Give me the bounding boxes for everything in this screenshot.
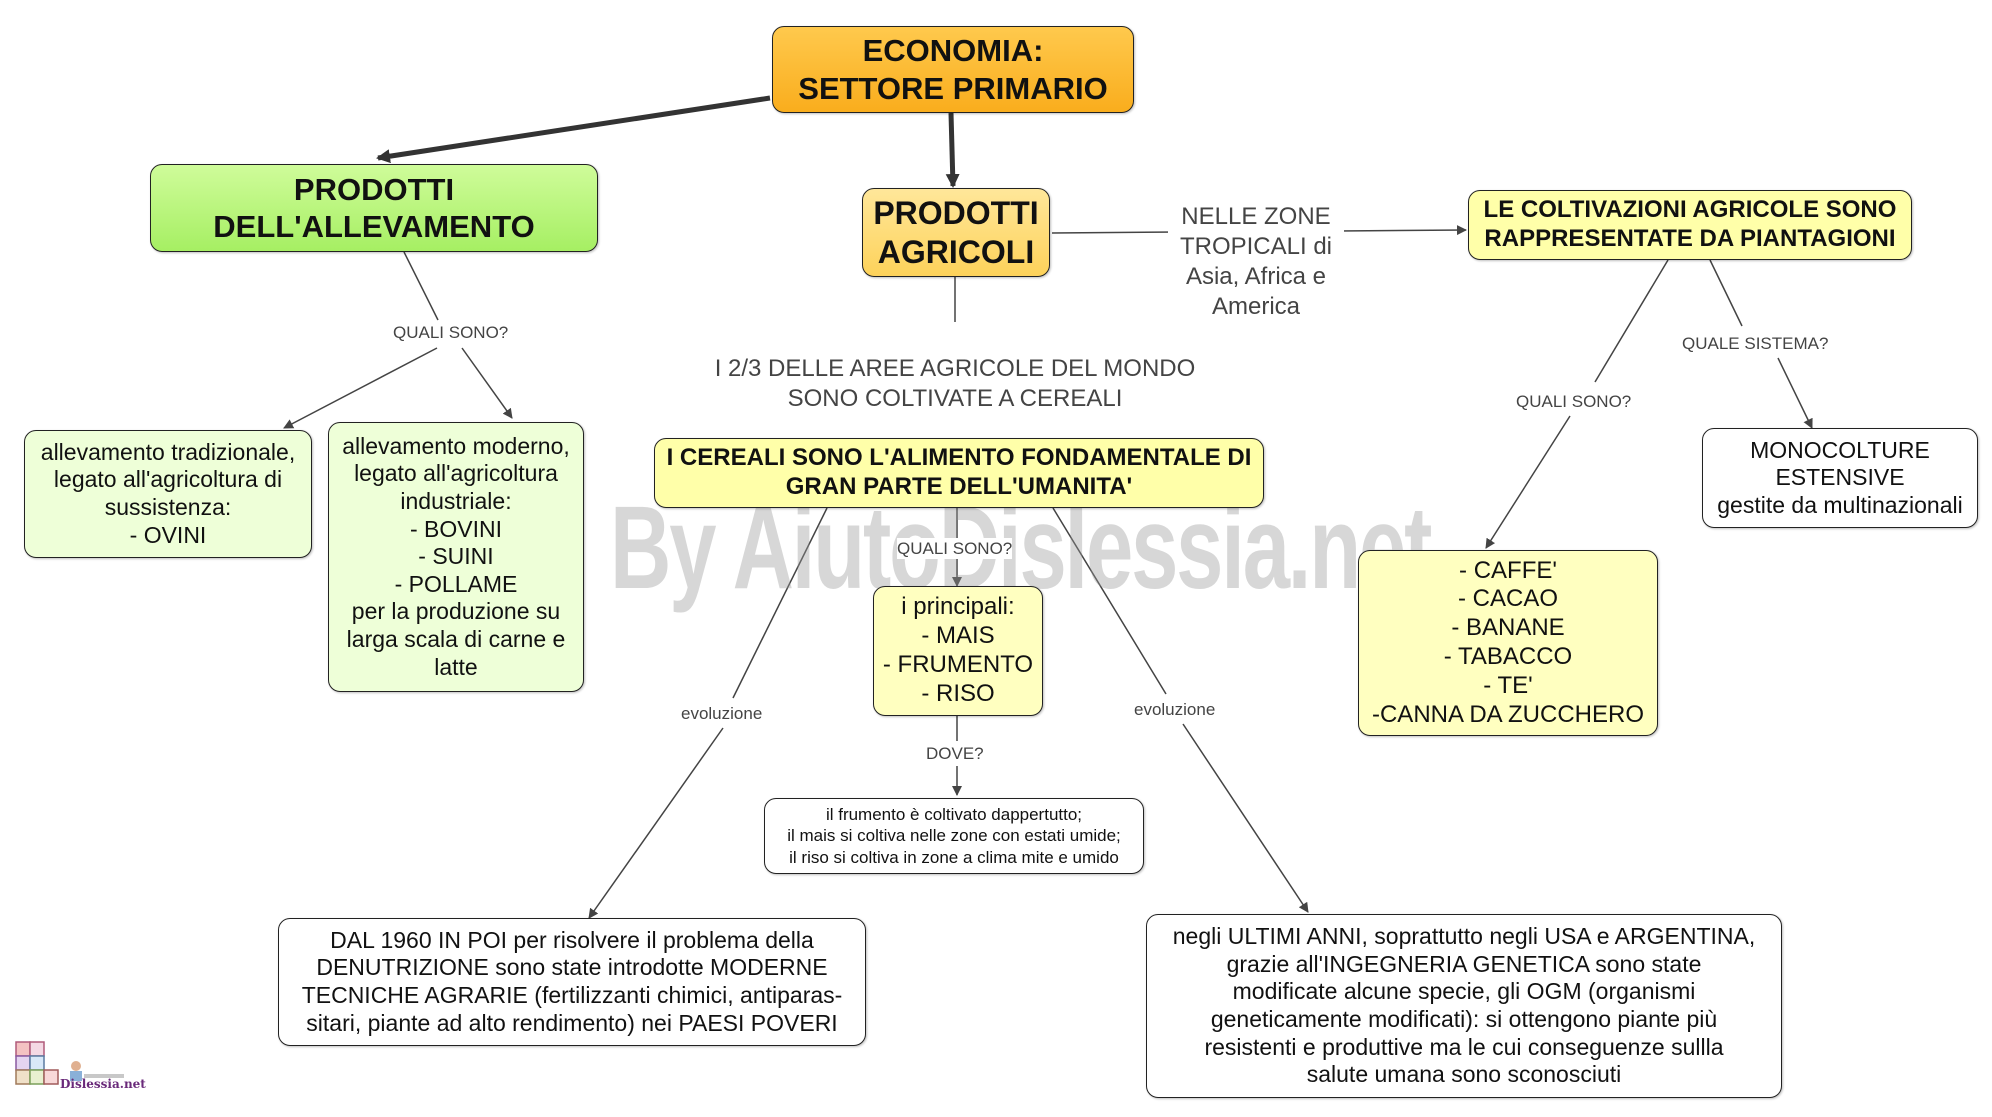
allevamento-moderno-text: allevamento moderno, legato all'agricolt… [342, 432, 570, 680]
evoluzione-left-label: evoluzione [681, 703, 763, 725]
link-sistema-box [1777, 357, 1813, 429]
allevamento-tradizionale-node: allevamento tradizionale, legato all'agr… [24, 430, 312, 558]
cereali-percent-text: I 2/3 DELLE AREE AGRICOLE DEL MONDO SONO… [714, 355, 1196, 412]
dal1960-node: DAL 1960 IN POI per risolvere il problem… [278, 918, 866, 1046]
allevamento-question-label: QUALI SONO? [393, 322, 509, 344]
root-text: ECONOMIA: SETTORE PRIMARIO [798, 33, 1108, 106]
link-question-moderno [461, 347, 513, 419]
evoluzione-right-label: evoluzione [1134, 699, 1216, 721]
link-zone-piantagioni [1337, 225, 1467, 236]
allevamento-moderno-node: allevamento moderno, legato all'agricolt… [328, 422, 584, 692]
agricoli-title: PRODOTTI AGRICOLI [873, 195, 1039, 270]
monocolture-node: MONOCOLTURE ESTENSIVE gestite da multina… [1702, 428, 1978, 528]
link-evo-left-dal1960 [588, 727, 724, 919]
ogm-node: negli ULTIMI ANNI, soprattutto negli USA… [1146, 914, 1782, 1098]
monocolture-text: MONOCOLTURE ESTENSIVE gestite da multina… [1717, 436, 1963, 518]
link-cereali-evo-left [732, 507, 828, 699]
piantagioni-question-right: QUALE SISTEMA? [1682, 333, 1829, 355]
link-allevamento-question [403, 251, 439, 321]
ogm-text: negli ULTIMI ANNI, soprattutto negli USA… [1172, 923, 1756, 1088]
piantagioni-question-left: QUALI SONO? [1516, 391, 1632, 413]
link-question-tradizionale [283, 347, 438, 429]
piantagioni-prodotti-text: - CAFFE' - CACAO - BANANE - TABACCO - TE… [1371, 556, 1645, 728]
dove-text: il frumento è coltivato dappertutto; il … [787, 805, 1121, 867]
allevamento-tradizionale-text: allevamento tradizionale, legato all'agr… [40, 438, 296, 548]
cereali-principali-text: i principali: - MAIS - FRUMENTO - RISO [882, 593, 1034, 707]
logo-text: Dislessia.net [60, 1077, 146, 1091]
cereali-node: I CEREALI SONO L'ALIMENTO FONDAMENTALE D… [654, 438, 1264, 508]
link-piantagioni-quali [1594, 259, 1669, 383]
cereali-percent-label: I 2/3 DELLE AREE AGRICOLE DEL MONDO SONO… [700, 324, 1210, 444]
piantagioni-node: LE COLTIVAZIONI AGRICOLE SONO RAPPRESENT… [1468, 190, 1912, 260]
link-piantagioni-sistema [1709, 259, 1743, 327]
zone-tropicali-text: NELLE ZONE TROPICALI di Asia, Africa e A… [1179, 203, 1333, 320]
dove-node: il frumento è coltivato dappertutto; il … [764, 798, 1144, 874]
aiutodislessia-logo: Dislessia.net [14, 1040, 146, 1096]
logo-blocks-icon [15, 1041, 124, 1085]
cereali-question-label: QUALI SONO? [897, 538, 1013, 560]
link-root-allevamento [376, 95, 771, 164]
cereali-principali-node: i principali: - MAIS - FRUMENTO - RISO [873, 586, 1043, 716]
piantagioni-title: LE COLTIVAZIONI AGRICOLE SONO RAPPRESENT… [1483, 196, 1897, 252]
link-agricoli-zone [1051, 231, 1179, 234]
link-evo-right-ogm [1182, 723, 1309, 913]
allevamento-title: PRODOTTI DELL'ALLEVAMENTO [213, 171, 535, 244]
allevamento-node: PRODOTTI DELL'ALLEVAMENTO [150, 164, 598, 252]
link-quali-prodotti [1485, 415, 1571, 549]
cereali-title: I CEREALI SONO L'ALIMENTO FONDAMENTALE D… [666, 444, 1252, 500]
root-node: ECONOMIA: SETTORE PRIMARIO [772, 26, 1134, 113]
piantagioni-prodotti-node: - CAFFE' - CACAO - BANANE - TABACCO - TE… [1358, 550, 1658, 736]
dove-label: DOVE? [926, 743, 984, 765]
zone-tropicali-label: NELLE ZONE TROPICALI di Asia, Africa e A… [1168, 172, 1344, 352]
dal1960-text: DAL 1960 IN POI per risolvere il problem… [301, 926, 843, 1036]
agricoli-node: PRODOTTI AGRICOLI [862, 188, 1050, 277]
link-cereali-evo-right [1052, 507, 1167, 695]
link-root-agricoli [945, 112, 960, 188]
